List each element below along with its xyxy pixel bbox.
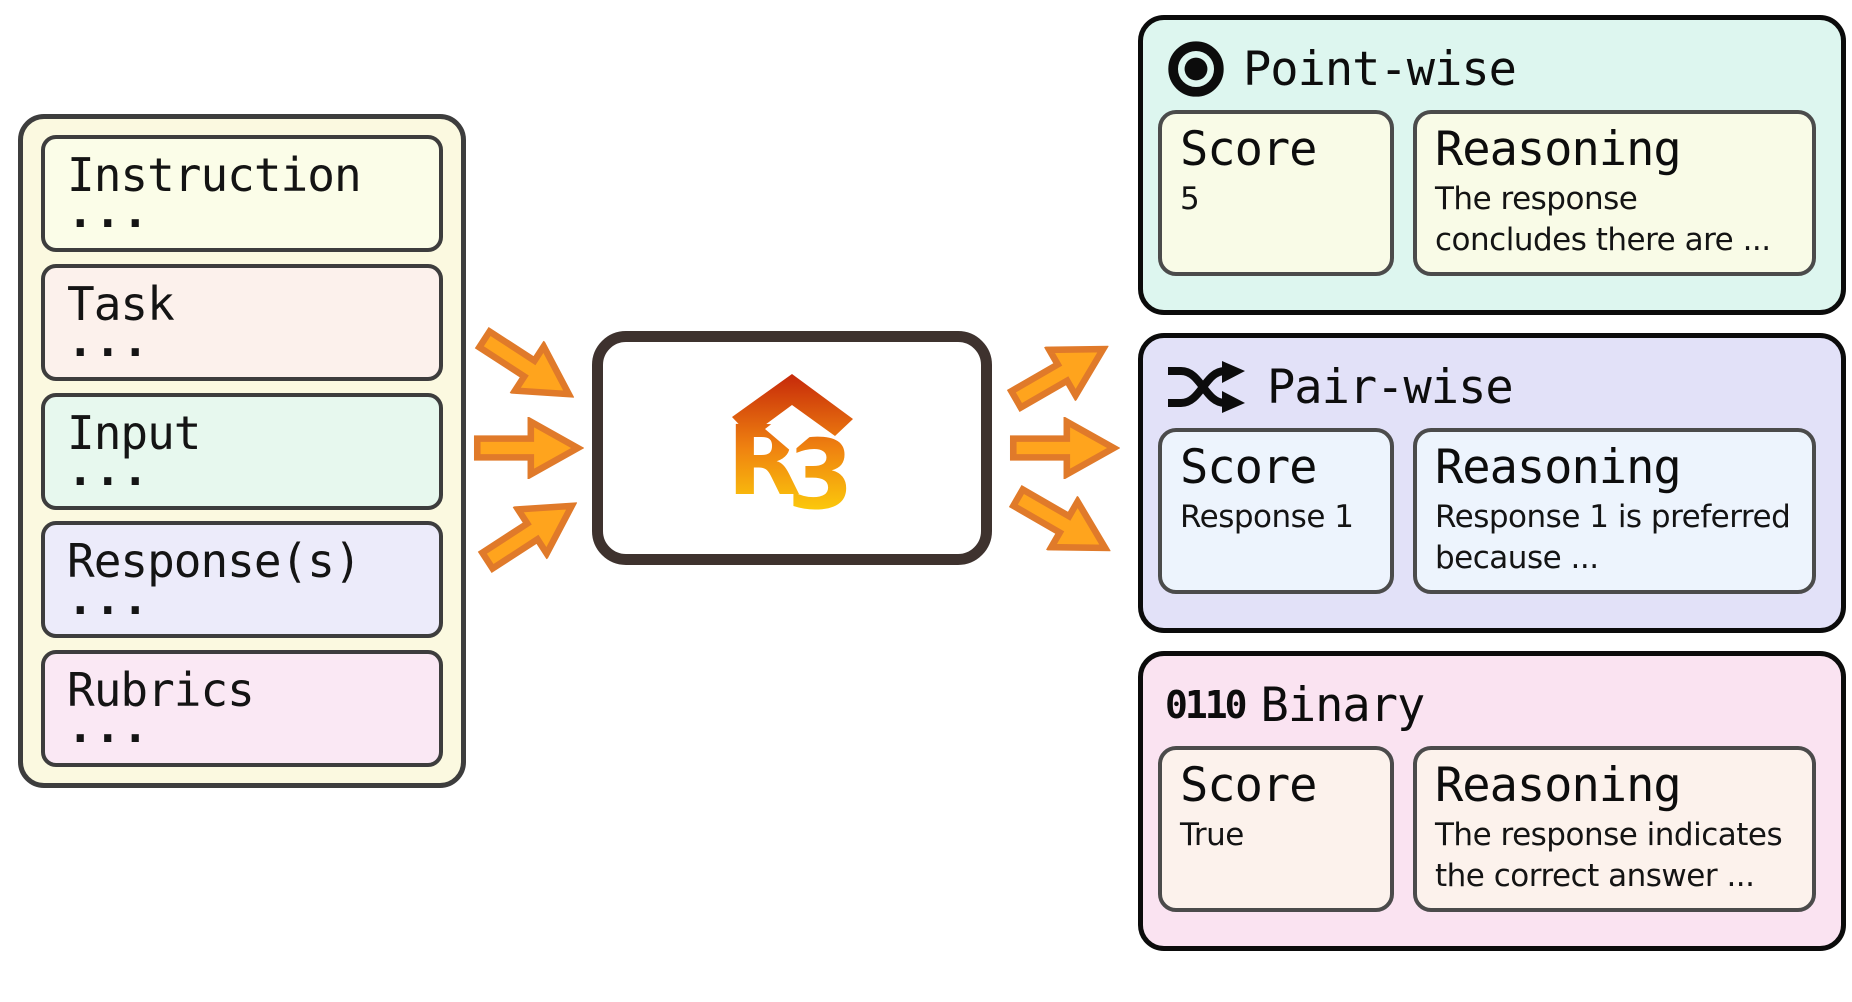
output-arrow-top bbox=[996, 319, 1124, 429]
reasoning-box: Reasoning The response indicates the cor… bbox=[1413, 746, 1816, 912]
binary-card: 01 10 Binary Score True Reasoning The re… bbox=[1138, 651, 1846, 951]
bullseye-icon bbox=[1165, 40, 1227, 98]
input-box-responses: Response(s) ... bbox=[41, 521, 443, 639]
input-box-instruction: Instruction ... bbox=[41, 135, 443, 252]
input-label: Rubrics bbox=[67, 663, 255, 717]
score-value: Response 1 bbox=[1180, 498, 1354, 535]
ellipsis-text: ... bbox=[67, 316, 150, 368]
input-arrow-bottom bbox=[466, 477, 594, 590]
score-value: True bbox=[1180, 816, 1244, 853]
reasoning-box: Reasoning Response 1 is preferred becaus… bbox=[1413, 428, 1816, 594]
inputs-panel: Instruction ... Task ... Input ... Respo… bbox=[18, 114, 466, 788]
ellipsis-text: ... bbox=[67, 573, 150, 625]
score-label: Score bbox=[1180, 122, 1317, 177]
score-label: Score bbox=[1180, 440, 1317, 495]
input-label: Instruction bbox=[67, 148, 362, 202]
output-arrow-bottom bbox=[998, 468, 1126, 578]
r3-logo: R 3 bbox=[727, 374, 853, 526]
ellipsis-text: ... bbox=[67, 187, 150, 239]
card-title: Binary bbox=[1260, 677, 1426, 733]
pointwise-card: Point-wise Score 5 Reasoning The respons… bbox=[1138, 15, 1846, 315]
reasoning-label: Reasoning bbox=[1435, 758, 1682, 813]
binary-digits-icon: 01 10 bbox=[1165, 682, 1248, 727]
reasoning-label: Reasoning bbox=[1435, 122, 1682, 177]
input-label: Task bbox=[67, 276, 175, 331]
reasoning-label: Reasoning bbox=[1435, 440, 1682, 495]
input-box-input: Input ... bbox=[41, 392, 443, 510]
input-label: Input bbox=[67, 405, 201, 460]
reasoning-text: The response concludes there are ... bbox=[1435, 180, 1771, 258]
output-arrow-middle bbox=[1008, 417, 1120, 479]
ellipsis-text: ... bbox=[67, 702, 150, 754]
input-arrow-top bbox=[463, 311, 591, 424]
input-label: Response(s) bbox=[67, 534, 362, 589]
score-box: Score 5 bbox=[1158, 110, 1394, 276]
score-value: 5 bbox=[1180, 180, 1200, 217]
ellipsis-text: ... bbox=[67, 444, 150, 496]
shuffle-icon bbox=[1165, 359, 1251, 415]
score-box: Score Response 1 bbox=[1158, 428, 1394, 594]
pointwise-header: Point-wise bbox=[1165, 32, 1825, 106]
card-title: Pair-wise bbox=[1267, 359, 1514, 415]
reward-model-box: R 3 bbox=[592, 331, 992, 565]
input-box-rubrics: Rubrics ... bbox=[41, 650, 443, 767]
pairwise-card: Pair-wise Score Response 1 Reasoning Res… bbox=[1138, 333, 1846, 633]
reasoning-text: Response 1 is preferred because ... bbox=[1435, 498, 1791, 576]
reasoning-box: Reasoning The response concludes there a… bbox=[1413, 110, 1816, 276]
score-label: Score bbox=[1180, 758, 1317, 813]
input-arrow-middle bbox=[472, 417, 584, 479]
binary-icon-row: 01 bbox=[1165, 682, 1208, 727]
reasoning-text: The response indicates the correct answe… bbox=[1435, 816, 1783, 894]
binary-icon-row: 10 bbox=[1204, 682, 1248, 727]
score-box: Score True bbox=[1158, 746, 1394, 912]
binary-header: 01 10 Binary bbox=[1165, 668, 1825, 742]
pairwise-header: Pair-wise bbox=[1165, 350, 1825, 424]
card-title: Point-wise bbox=[1243, 41, 1517, 97]
input-box-task: Task ... bbox=[41, 263, 443, 381]
logo-cube-window bbox=[764, 408, 819, 452]
